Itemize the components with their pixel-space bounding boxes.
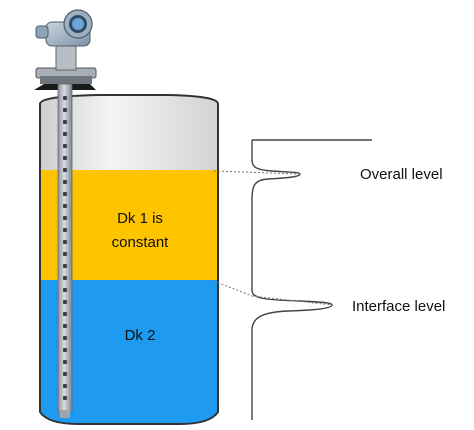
overall-level-label: Overall level <box>360 166 443 183</box>
probe-hole <box>63 240 67 244</box>
probe-hole <box>63 312 67 316</box>
probe-hole <box>63 276 67 280</box>
lower-layer-label: Dk 2 <box>125 327 156 344</box>
probe-hole <box>63 216 67 220</box>
echo-signal-curve <box>251 140 333 420</box>
probe-hole <box>63 168 67 172</box>
probe-hole <box>63 300 67 304</box>
probe-hole <box>63 288 67 292</box>
probe-hole <box>63 228 67 232</box>
interface-level-guide-2 <box>251 295 333 306</box>
probe-hole <box>63 396 67 400</box>
probe-hole <box>63 384 67 388</box>
probe-hole <box>63 192 67 196</box>
probe-hole <box>63 120 67 124</box>
interface-level-label: Interface level <box>352 298 445 315</box>
probe-hole <box>63 324 67 328</box>
probe-hole <box>63 372 67 376</box>
probe-hole <box>63 156 67 160</box>
probe-hole <box>63 264 67 268</box>
interface-level-guide <box>213 280 253 297</box>
radar-level-transmitter-icon <box>35 9 97 418</box>
upper-layer-label-line2: constant <box>112 234 170 251</box>
probe-hole <box>63 144 67 148</box>
probe-hole <box>63 348 67 352</box>
probe-hole <box>63 336 67 340</box>
probe-hole <box>63 132 67 136</box>
probe-hole <box>63 96 67 100</box>
probe-hole <box>63 204 67 208</box>
probe-hole <box>63 108 67 112</box>
probe-hole <box>63 252 67 256</box>
upper-layer-label-line1: Dk 1 is <box>117 210 163 227</box>
probe-hole <box>63 360 67 364</box>
probe-hole <box>63 180 67 184</box>
